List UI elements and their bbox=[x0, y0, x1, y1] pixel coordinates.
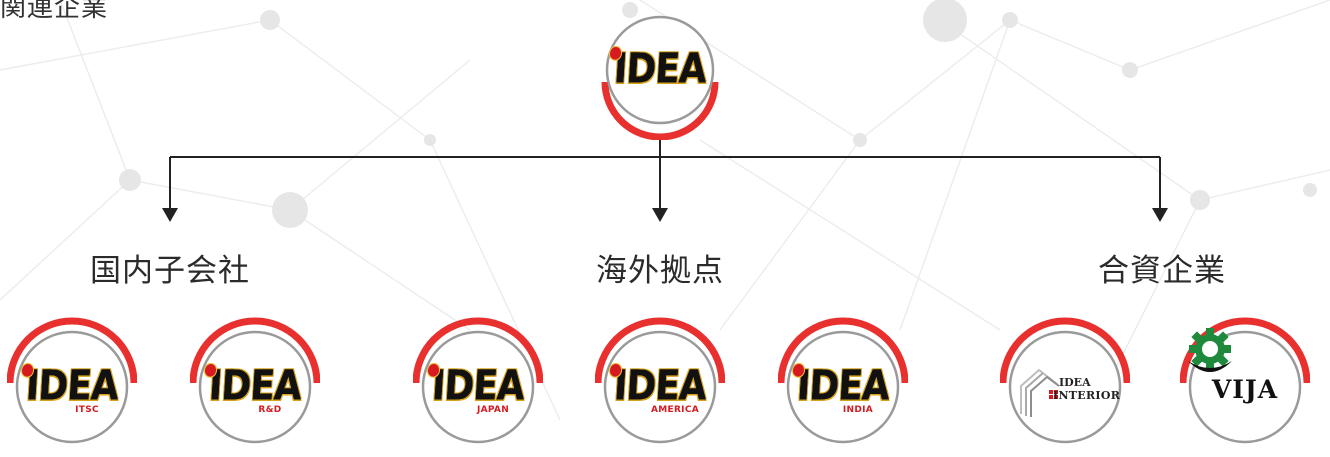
company-node-vija: VIJA bbox=[1180, 315, 1310, 445]
page-title: 関連企業 bbox=[0, 0, 109, 23]
group-label-overseas: 海外拠点 bbox=[596, 253, 724, 289]
arrow-down-icon bbox=[652, 208, 668, 222]
arrow-down-icon bbox=[162, 208, 178, 222]
gear-icon bbox=[1188, 328, 1232, 372]
company-suffix: ITSC bbox=[75, 404, 99, 415]
house-icon bbox=[1020, 368, 1060, 417]
vija-logo-text: VIJA bbox=[1211, 374, 1279, 404]
company-suffix: INDIA bbox=[842, 404, 874, 415]
root-company-node: IDEA bbox=[595, 10, 725, 140]
idea-logo: IDEA bbox=[20, 362, 119, 410]
company-suffix: AMERICA bbox=[650, 404, 700, 415]
logo-line-1: IDEA bbox=[1059, 376, 1091, 389]
idea-logo: IDEA bbox=[426, 362, 525, 410]
group-label-domestic: 国内子会社 bbox=[90, 253, 250, 289]
company-node-japan: IDEA JAPAN bbox=[413, 315, 543, 445]
company-suffix: R&D bbox=[258, 404, 282, 415]
company-node-america: IDEA AMERICA bbox=[595, 315, 725, 445]
idea-logo: IDEA bbox=[791, 362, 890, 410]
arrow-down-icon bbox=[1152, 208, 1168, 222]
idea-interior-logo: IDEA INTERIOR bbox=[1015, 360, 1120, 420]
idea-logo: IDEA bbox=[608, 362, 707, 410]
company-node-india: IDEA INDIA bbox=[778, 315, 908, 445]
idea-logo: IDEA bbox=[203, 362, 302, 410]
company-node-rnd: IDEA R&D bbox=[190, 315, 320, 445]
logo-line-2: INTERIOR bbox=[1053, 389, 1121, 402]
company-suffix: JAPAN bbox=[476, 404, 510, 415]
group-label-joint: 合資企業 bbox=[1098, 253, 1226, 289]
company-node-itsc: IDEA ITSC bbox=[7, 315, 137, 445]
company-node-idea-interior: IDEA INTERIOR bbox=[1000, 315, 1130, 445]
idea-logo: IDEA bbox=[608, 45, 707, 93]
